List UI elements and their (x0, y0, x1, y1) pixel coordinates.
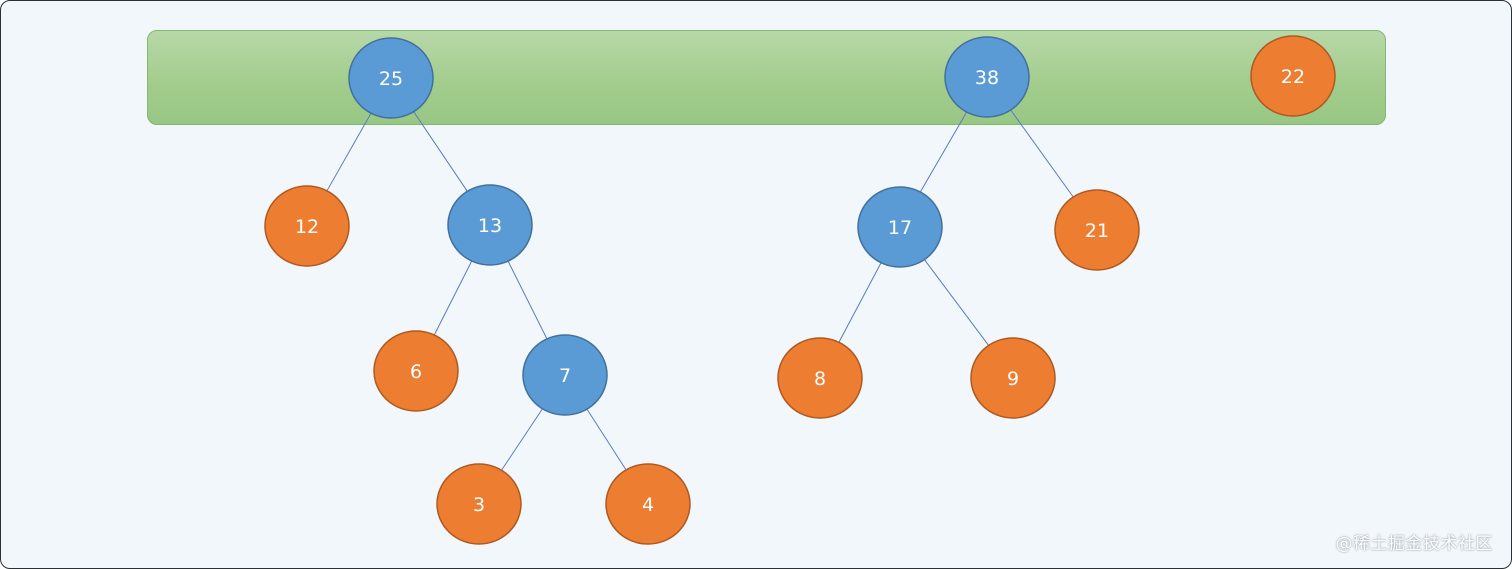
node-label-9: 9 (1007, 368, 1019, 390)
edge-38-17 (919, 111, 968, 193)
tree-node-17: 17 (857, 186, 943, 268)
node-label-7: 7 (559, 365, 571, 387)
tree-node-6: 6 (373, 330, 459, 412)
node-circle-17 (857, 186, 943, 268)
edge-13-6 (433, 260, 473, 336)
node-circle-12 (264, 185, 350, 267)
tree-node-13: 13 (447, 184, 533, 266)
node-circle-8 (777, 337, 863, 419)
node-circle-6 (373, 330, 459, 412)
node-label-25: 25 (379, 68, 403, 90)
node-label-22: 22 (1281, 66, 1305, 88)
tree-node-22: 22 (1250, 35, 1336, 117)
tree-node-3: 3 (436, 463, 522, 545)
tree-node-25: 25 (348, 37, 434, 119)
edge-38-21 (1010, 109, 1074, 198)
node-label-3: 3 (473, 494, 485, 516)
node-circle-25 (348, 37, 434, 119)
node-circle-3 (436, 463, 522, 545)
node-circle-4 (605, 463, 691, 545)
node-circle-7 (522, 334, 608, 416)
nodes-layer: 25 38 22 12 13 17 21 6 7 8 9 3 4 (264, 35, 1336, 545)
tree-node-38: 38 (944, 36, 1030, 118)
node-label-13: 13 (478, 215, 502, 237)
tree-node-21: 21 (1054, 189, 1140, 271)
tree-node-9: 9 (970, 337, 1056, 419)
node-label-8: 8 (814, 368, 826, 390)
node-circle-9 (970, 337, 1056, 419)
edge-17-9 (923, 259, 990, 346)
node-circle-21 (1054, 189, 1140, 271)
node-circle-38 (944, 36, 1030, 118)
node-label-4: 4 (642, 494, 654, 516)
edge-7-3 (501, 408, 543, 471)
edge-7-4 (586, 408, 627, 471)
node-label-6: 6 (410, 361, 422, 383)
node-label-12: 12 (295, 216, 319, 238)
edge-17-8 (838, 262, 882, 343)
edge-25-12 (326, 112, 372, 192)
node-label-21: 21 (1085, 220, 1109, 242)
edges-layer (326, 109, 1074, 471)
tree-node-7: 7 (522, 334, 608, 416)
tree-node-12: 12 (264, 185, 350, 267)
node-circle-22 (1250, 35, 1336, 117)
tree-node-4: 4 (605, 463, 691, 545)
edge-25-13 (413, 111, 468, 192)
edge-13-7 (507, 260, 548, 340)
tree-node-8: 8 (777, 337, 863, 419)
node-label-38: 38 (975, 67, 999, 89)
node-circle-13 (447, 184, 533, 266)
watermark-text: @稀土掘金技术社区 (1335, 534, 1493, 554)
node-label-17: 17 (888, 217, 912, 239)
